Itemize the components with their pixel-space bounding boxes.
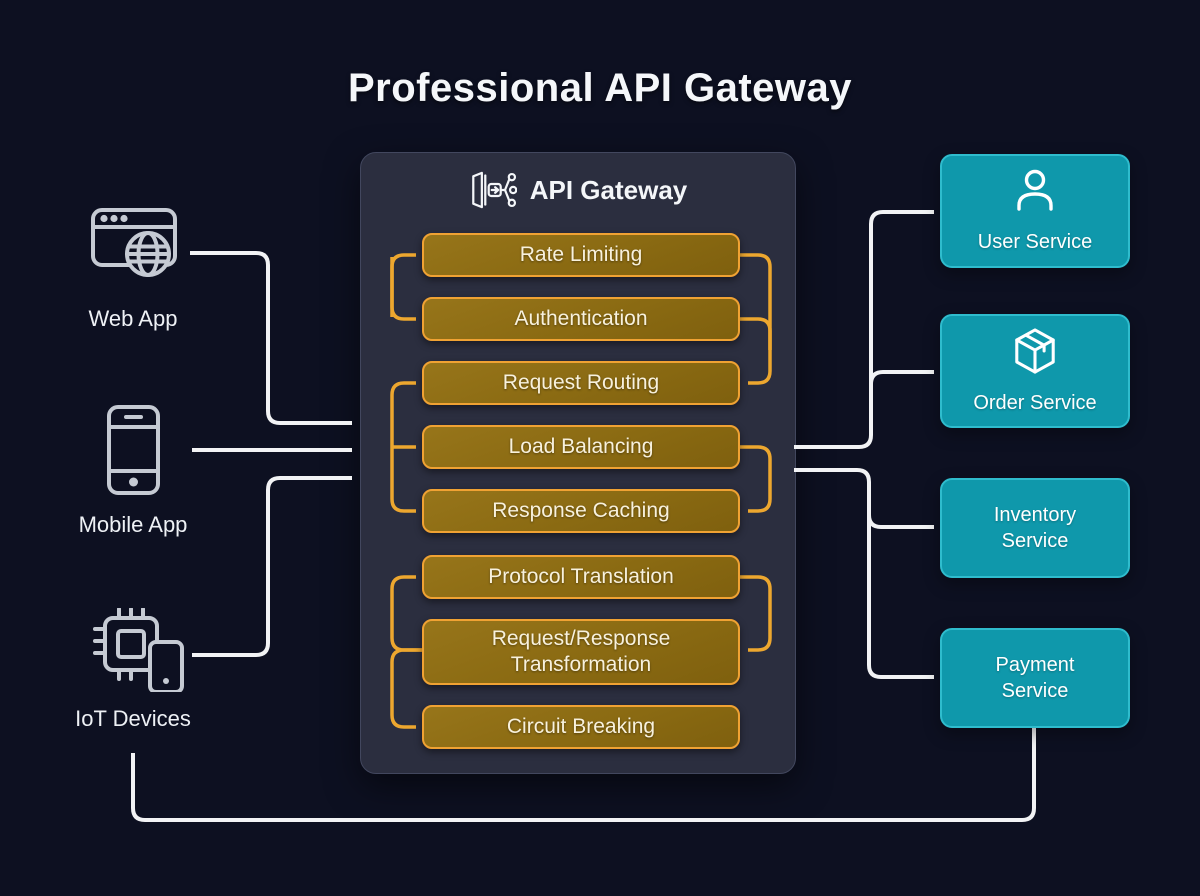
- gateway-title: API Gateway: [529, 174, 688, 205]
- service-user: User Service: [940, 154, 1130, 268]
- gateway-feature-protocol-translation: Protocol Translation: [422, 555, 740, 599]
- service-order: Order Service: [940, 314, 1130, 428]
- gateway-header: API Gateway: [360, 168, 796, 212]
- chip-devices-icon: [88, 607, 188, 697]
- mobile-app-label: Mobile App: [78, 512, 188, 537]
- iot-devices-label: IoT Devices: [75, 706, 191, 731]
- gateway-feature-load-balancing: Load Balancing: [422, 425, 740, 469]
- web-app-label: Web App: [88, 306, 178, 331]
- user-icon: [1012, 168, 1058, 221]
- gateway-feature-request-response-transformation: Request/Response Transformation: [422, 619, 740, 685]
- gateway-feature-request-routing: Request Routing: [422, 361, 740, 405]
- service-inventory: Inventory Service: [940, 478, 1130, 578]
- browser-globe-icon: [90, 207, 178, 284]
- gateway-feature-circuit-breaking: Circuit Breaking: [422, 705, 740, 749]
- smartphone-icon: [106, 404, 161, 501]
- page-title: Professional API Gateway: [347, 66, 853, 110]
- service-payment: Payment Service: [940, 628, 1130, 728]
- gateway-feature-authentication: Authentication: [422, 297, 740, 341]
- api-gateway-icon: [469, 169, 517, 211]
- gateway-feature-rate-limiting: Rate Limiting: [422, 233, 740, 277]
- package-icon: [1012, 327, 1058, 382]
- gateway-feature-response-caching: Response Caching: [422, 489, 740, 533]
